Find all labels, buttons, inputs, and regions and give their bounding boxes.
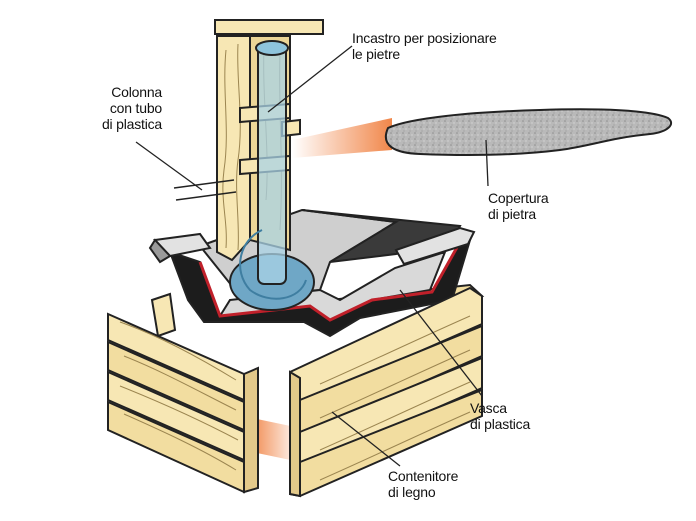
box-highlight xyxy=(252,418,300,462)
label-vasca: Vasca di plastica xyxy=(470,400,531,432)
label-copertura: Copertura di pietra xyxy=(488,190,549,222)
label-incastro: Incastro per posizionare le pietre xyxy=(352,30,497,62)
leader-lines xyxy=(135,45,489,467)
column-cut-mark xyxy=(173,179,237,201)
stone-highlight xyxy=(292,118,392,158)
label-colonna: Colonna con tubo di plastica xyxy=(101,84,162,132)
label-contenitore: Contenitore di legno xyxy=(388,468,459,500)
stone-cover xyxy=(385,108,673,156)
wooden-box-front xyxy=(107,286,483,498)
